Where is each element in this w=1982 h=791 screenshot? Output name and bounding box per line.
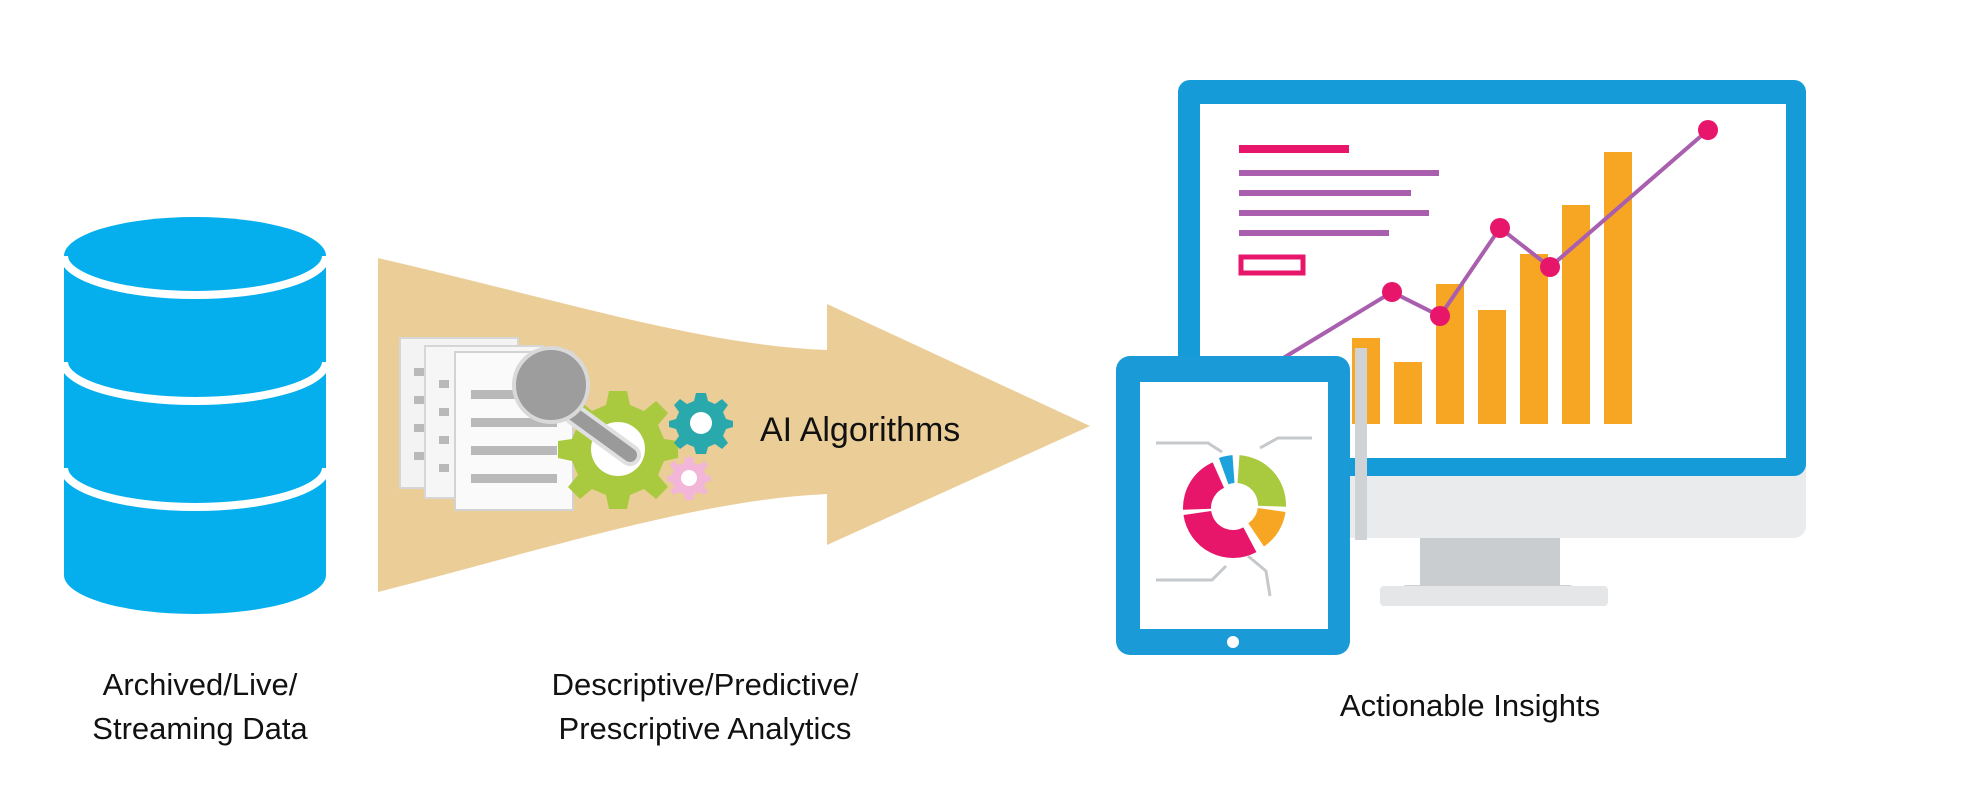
analytics-caption: Descriptive/Predictive/ Prescriptive Ana… — [480, 663, 930, 751]
magnifier-icon — [512, 346, 641, 466]
data-source-caption-line2: Streaming Data — [92, 711, 308, 746]
donut-segment-2 — [1248, 508, 1286, 547]
donut-segment-4 — [1183, 462, 1225, 510]
tablet-callout-lines — [1156, 436, 1312, 597]
monitor-bar-6 — [1562, 205, 1590, 424]
trend-point-4 — [1540, 257, 1560, 277]
insights-caption: Actionable Insights — [1260, 684, 1680, 728]
trend-point-3 — [1490, 218, 1510, 238]
database-icon — [60, 217, 330, 614]
donut-segment-1 — [1237, 455, 1286, 507]
tablet-icon — [1116, 348, 1367, 655]
data-source-caption: Archived/Live/ Streaming Data — [40, 663, 360, 751]
trend-point-2 — [1430, 306, 1450, 326]
donut-segment-3 — [1183, 511, 1257, 559]
monitor-bar-7 — [1604, 152, 1632, 424]
monitor-bar-5 — [1520, 254, 1548, 424]
documents-icon — [399, 337, 574, 511]
monitor-bar-4 — [1478, 310, 1506, 424]
arrow-label: AI Algorithms — [760, 411, 960, 449]
donut-segment-5 — [1218, 455, 1235, 485]
monitor-icon — [1178, 80, 1806, 606]
analytics-caption-line1: Descriptive/Predictive/ — [551, 667, 859, 702]
data-source-caption-line1: Archived/Live/ — [102, 667, 298, 702]
tablet-donut-chart — [1183, 455, 1286, 559]
trend-point-1 — [1382, 282, 1402, 302]
analytics-caption-line2: Prescriptive Analytics — [558, 711, 852, 746]
insights-caption-label: Actionable Insights — [1339, 688, 1601, 723]
monitor-text-lines — [1238, 145, 1439, 276]
monitor-trend-line — [1278, 120, 1718, 362]
trend-line-path — [1278, 128, 1710, 362]
monitor-bar-3 — [1436, 284, 1464, 424]
trend-point-5 — [1698, 120, 1718, 140]
monitor-bar-2 — [1394, 362, 1422, 424]
